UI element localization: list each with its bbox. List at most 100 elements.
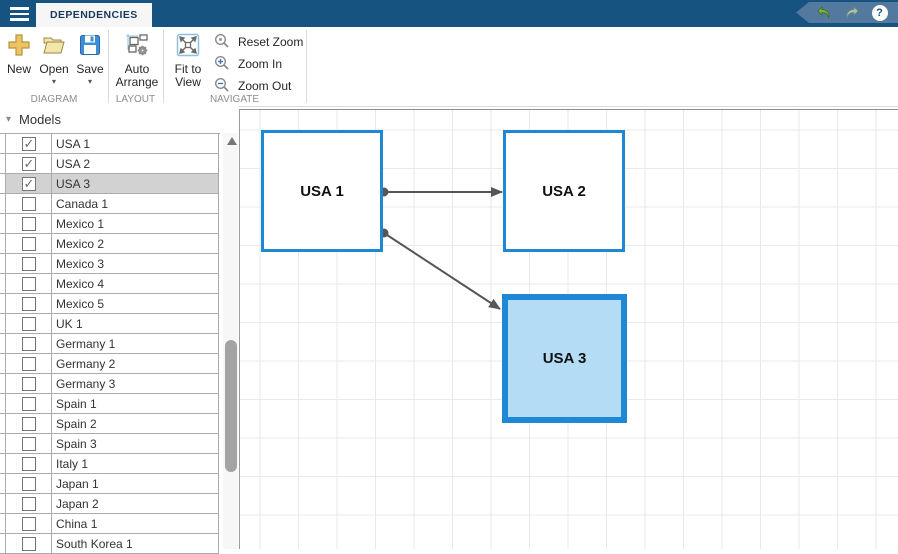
model-checkbox[interactable] [21,476,36,491]
group-label-layout: LAYOUT [115,94,156,105]
model-checkbox[interactable] [21,436,36,451]
scroll-up-arrow[interactable] [227,137,237,145]
node-usa3-selected[interactable]: USA 3 [502,294,627,423]
model-label[interactable]: South Korea 1 [52,534,219,554]
model-label[interactable]: Mexico 4 [52,274,219,294]
model-checkbox[interactable] [21,196,36,211]
model-checkbox[interactable] [21,216,36,231]
model-list-row[interactable]: Mexico 2 [0,234,220,254]
row-gutter [0,434,6,454]
model-label[interactable]: Japan 2 [52,494,219,514]
help-icon[interactable]: ? [871,4,888,21]
model-checkbox[interactable] [21,136,36,152]
undo-icon[interactable] [815,4,832,21]
model-label[interactable]: Spain 3 [52,434,219,454]
model-checkbox[interactable] [21,416,36,431]
group-separator [163,30,164,103]
model-list-row[interactable]: Spain 2 [0,414,220,434]
models-scrollbar-thumb[interactable] [225,340,237,472]
row-gutter [0,474,6,494]
model-checkbox[interactable] [21,336,36,351]
model-checkbox[interactable] [21,396,36,411]
model-label[interactable]: Mexico 1 [52,214,219,234]
model-label[interactable]: Mexico 2 [52,234,219,254]
model-checkbox[interactable] [21,276,36,291]
model-label[interactable]: Italy 1 [52,454,219,474]
model-list-row[interactable]: USA 3 [0,174,220,194]
model-label[interactable]: Mexico 3 [52,254,219,274]
zoom-out-button[interactable]: Zoom Out [214,75,291,97]
model-label[interactable]: USA 3 [52,174,219,194]
tab-dependencies[interactable]: DEPENDENCIES [36,3,152,27]
model-list-row[interactable]: Italy 1 [0,454,220,474]
zoom-in-button[interactable]: Zoom In [214,53,282,75]
model-list-row[interactable]: Germany 3 [0,374,220,394]
model-label[interactable]: Germany 2 [52,354,219,374]
model-label[interactable]: Spain 2 [52,414,219,434]
models-panel-header: ▾ Models [0,106,239,133]
model-list-row[interactable]: Mexico 4 [0,274,220,294]
model-label[interactable]: China 1 [52,514,219,534]
titlebar: DEPENDENCIES ? [0,0,898,27]
model-list-row[interactable]: South Korea 1 [0,534,220,554]
model-checkbox[interactable] [21,496,36,511]
open-folder-icon [42,33,66,60]
model-checkbox[interactable] [21,456,36,471]
collapse-arrow-icon[interactable]: ▾ [6,114,12,125]
model-list-row[interactable]: Mexico 1 [0,214,220,234]
reset-zoom-button[interactable]: Reset Zoom [214,31,303,53]
model-checkbox[interactable] [21,296,36,311]
zoom-out-icon [214,77,230,96]
model-list-row[interactable]: Canada 1 [0,194,220,214]
model-list-row[interactable]: USA 1 [0,134,220,154]
fit-to-view-icon [176,33,200,60]
model-checkbox[interactable] [21,376,36,391]
model-list-row[interactable]: USA 2 [0,154,220,174]
auto-arrange-button[interactable]: Auto Arrange [111,33,163,89]
model-label[interactable]: Canada 1 [52,194,219,214]
model-list-row[interactable]: Germany 1 [0,334,220,354]
model-label[interactable]: UK 1 [52,314,219,334]
model-list-row[interactable]: Spain 3 [0,434,220,454]
model-list-row[interactable]: Japan 1 [0,474,220,494]
fit-to-view-button[interactable]: Fit to View [166,33,210,89]
model-list-row[interactable]: Spain 1 [0,394,220,414]
model-list-row[interactable]: Japan 2 [0,494,220,514]
redo-icon[interactable] [843,4,860,21]
model-label[interactable]: USA 1 [52,134,219,154]
row-gutter [0,274,6,294]
node-usa2[interactable]: USA 2 [503,130,625,252]
model-list-row[interactable]: UK 1 [0,314,220,334]
model-label[interactable]: Mexico 5 [52,294,219,314]
save-button[interactable]: Save ▾ [73,33,107,86]
model-label[interactable]: Spain 1 [52,394,219,414]
model-list-row[interactable]: Mexico 5 [0,294,220,314]
models-panel-title: Models [19,112,61,127]
model-checkbox[interactable] [21,536,36,551]
row-gutter [0,234,6,254]
model-checkbox[interactable] [21,356,36,371]
save-dropdown-caret[interactable]: ▾ [87,77,92,86]
group-separator [306,30,307,103]
auto-arrange-icon [125,33,149,60]
model-label[interactable]: Germany 1 [52,334,219,354]
node-usa1[interactable]: USA 1 [261,130,383,252]
edge-usa1-usa3 [383,232,501,310]
menu-hamburger-icon[interactable] [8,4,38,24]
model-checkbox[interactable] [21,156,36,172]
model-label[interactable]: Japan 1 [52,474,219,494]
open-dropdown-caret[interactable]: ▾ [51,77,56,86]
model-list-row[interactable]: Germany 2 [0,354,220,374]
new-button[interactable]: New [2,33,36,76]
open-button[interactable]: Open ▾ [37,33,71,86]
model-checkbox[interactable] [21,516,36,531]
model-checkbox[interactable] [21,256,36,271]
model-label[interactable]: Germany 3 [52,374,219,394]
model-list-row[interactable]: China 1 [0,514,220,534]
model-label[interactable]: USA 2 [52,154,219,174]
model-checkbox[interactable] [21,316,36,331]
model-checkbox[interactable] [21,236,36,251]
model-checkbox[interactable] [21,176,36,192]
model-list-row[interactable]: Mexico 3 [0,254,220,274]
diagram-canvas[interactable]: USA 1 USA 2 USA 3 [239,109,898,549]
